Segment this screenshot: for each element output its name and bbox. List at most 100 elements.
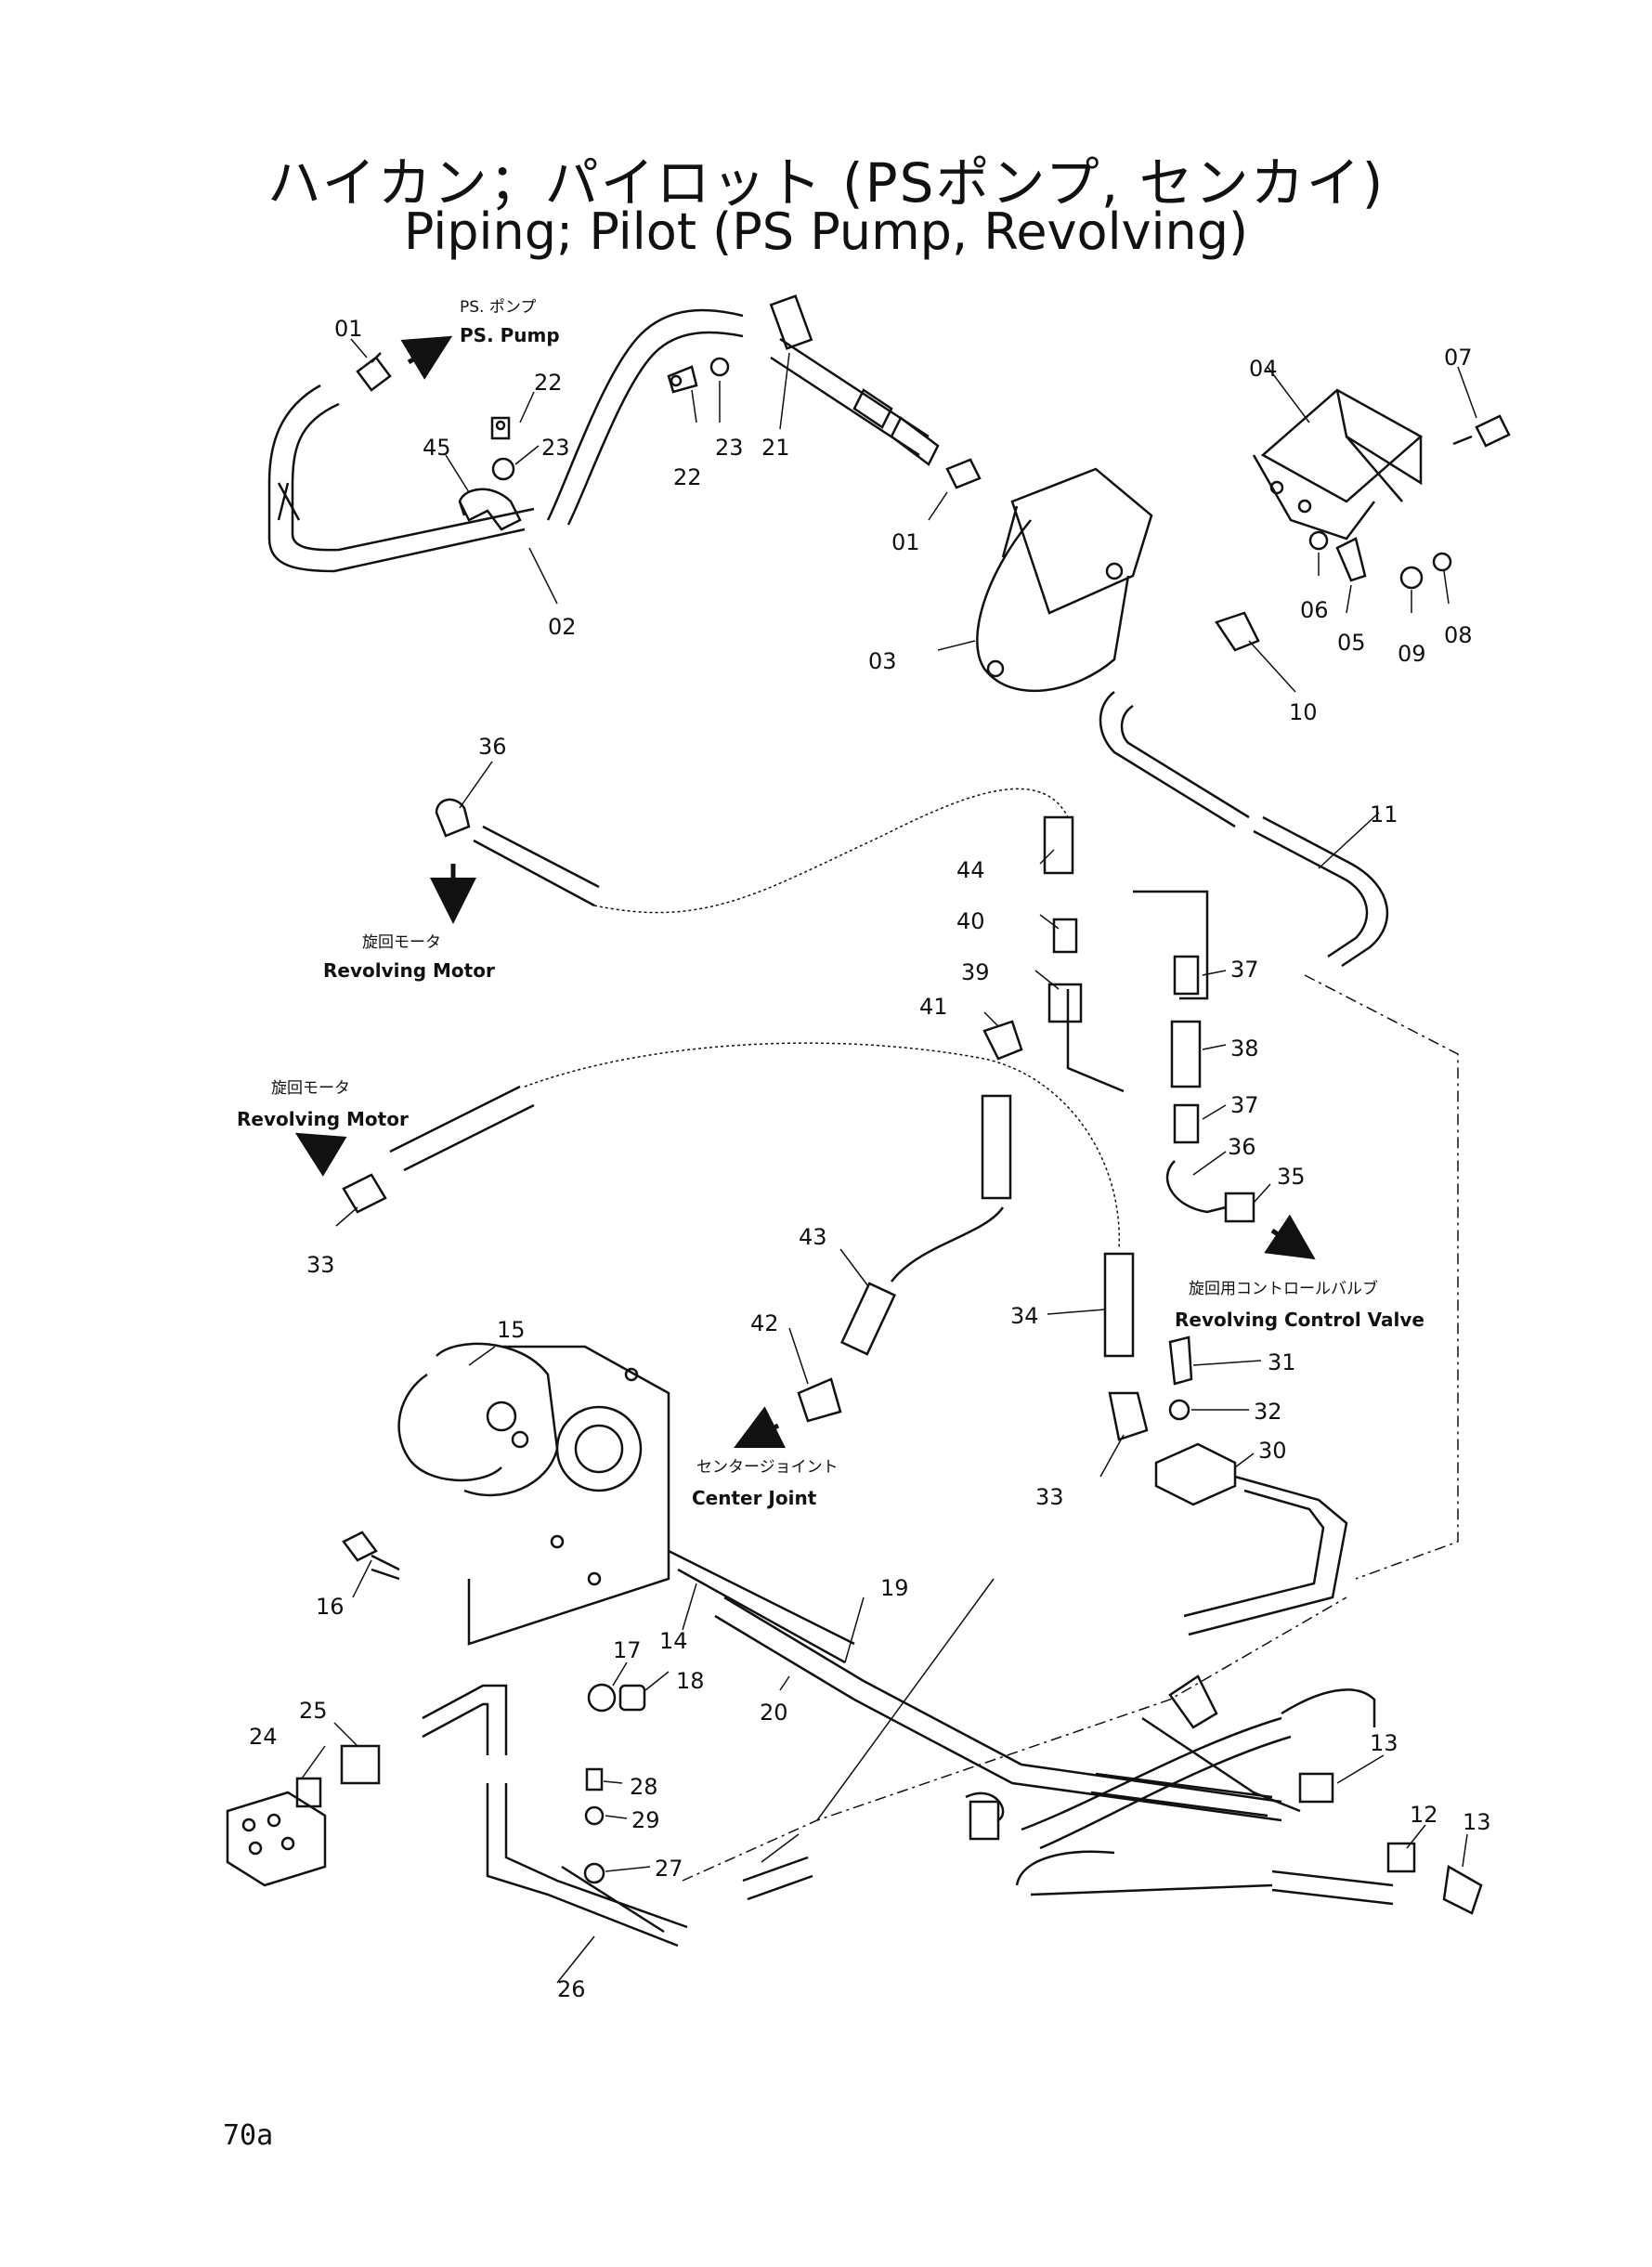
part-number-labels: 01 22 23 45 02 22 23 21 01 03 04 07 06 0… (249, 316, 1491, 2002)
hose-36-to-44 (593, 788, 1069, 914)
elbow-10 (1215, 611, 1260, 652)
part-number: 44 (956, 857, 985, 883)
label-control-valve-jp: 旋回用コントロールバルブ (1189, 1279, 1378, 1298)
fitting-01-upper (356, 352, 392, 392)
pipe-center-run (761, 1578, 995, 1863)
label-control-valve-en: Revolving Control Valve (1175, 1309, 1424, 1331)
label-ps-pump-jp: PS. ポンプ (460, 298, 536, 317)
part-number: 13 (1370, 1730, 1398, 1756)
right-column-fittings (1066, 890, 1255, 1223)
arrow-to-center-joint (734, 1406, 787, 1448)
fitting-01-lower (945, 458, 982, 489)
fitting-36-upper (435, 798, 600, 907)
part-number: 23 (715, 435, 744, 461)
label-ps-pump-en: PS. Pump (460, 324, 560, 346)
part-number: 05 (1337, 630, 1366, 656)
part-number: 25 (299, 1698, 328, 1724)
washer-23-lower (709, 357, 730, 377)
part-number: 41 (919, 994, 948, 1020)
motor-15-and-plate (397, 1342, 670, 1646)
part-number: 17 (613, 1637, 642, 1663)
filter-03 (976, 467, 1153, 693)
part-number: 40 (956, 908, 985, 934)
part-number: 16 (316, 1594, 345, 1620)
part-number: 01 (891, 529, 920, 555)
bolt-07 (1452, 414, 1511, 448)
arrow-to-revolving-motor-2 (294, 1132, 347, 1177)
part-number: 19 (880, 1575, 909, 1601)
part-number: 28 (630, 1774, 658, 1800)
part-number: 22 (673, 464, 702, 490)
screw-22-lower (667, 365, 698, 394)
part-number: 15 (497, 1317, 526, 1343)
lower-left-assembly (226, 1684, 813, 1948)
part-number: 23 (541, 435, 570, 461)
part-number: 20 (760, 1700, 788, 1726)
part-number: 24 (249, 1724, 278, 1750)
diagram-title-english: Piping; Pilot (PS Pump, Revolving) (403, 202, 1249, 261)
part-number: 07 (1444, 345, 1473, 371)
part-number: 12 (1410, 1802, 1438, 1828)
washer-08 (1432, 552, 1452, 572)
part-number: 14 (659, 1628, 688, 1654)
part-number: 35 (1277, 1164, 1306, 1190)
page-number: 70a (223, 2119, 274, 2152)
arrow-to-control-valve (1264, 1214, 1316, 1260)
part-number: 30 (1258, 1438, 1287, 1464)
part-number: 08 (1444, 622, 1473, 648)
part-number: 33 (306, 1252, 335, 1278)
washer-29 (584, 1805, 605, 1826)
nut-18 (618, 1684, 646, 1712)
bolt-05 (1335, 537, 1367, 582)
hose-02 (267, 384, 535, 573)
part-number: 13 (1463, 1809, 1491, 1835)
part-number: 32 (1254, 1399, 1282, 1425)
fitting-33-left (342, 1085, 535, 1214)
part-number: 21 (761, 435, 790, 461)
part-number: 38 (1230, 1036, 1259, 1062)
outline-dash-dot (682, 974, 1459, 1882)
part-number: 42 (750, 1310, 779, 1336)
clamp-21 (769, 294, 940, 466)
screw-31 (1168, 1335, 1193, 1386)
part-number: 06 (1300, 597, 1329, 623)
part-number: 02 (548, 614, 577, 640)
part-number: 11 (1370, 801, 1398, 827)
bolt-16 (342, 1531, 400, 1581)
washer-17 (587, 1683, 617, 1713)
arrow-to-ps-pump (400, 335, 453, 380)
hose-upper-long (546, 308, 744, 526)
hoses-12-13 (1030, 1772, 1483, 1915)
part-number: 01 (334, 316, 363, 342)
leader-lines (301, 338, 1477, 1984)
label-center-joint-en: Center Joint (692, 1487, 817, 1509)
screw-22-upper (490, 416, 511, 440)
screw-28 (585, 1767, 604, 1791)
part-number: 26 (557, 1976, 586, 2002)
part-number: 09 (1398, 641, 1426, 667)
part-number: 31 (1268, 1349, 1296, 1375)
label-revolving-motor-1-en: Revolving Motor (323, 959, 495, 982)
part-number: 34 (1010, 1303, 1039, 1329)
hose-revolving-motor-lower (524, 1042, 1120, 1250)
nut-09 (1399, 566, 1424, 590)
fitting-34-33-30 (1103, 1252, 1348, 1636)
part-number: 18 (676, 1668, 705, 1694)
label-revolving-motor-2-jp: 旋回モータ (271, 1079, 350, 1098)
washer-23-upper (491, 457, 515, 481)
part-number: 33 (1035, 1484, 1064, 1510)
part-number: 43 (799, 1224, 827, 1250)
hoses-19-20 (668, 1549, 1282, 1822)
part-number: 03 (868, 648, 897, 674)
drawing-lines (226, 294, 1511, 1984)
label-revolving-motor-2-en: Revolving Motor (237, 1108, 409, 1130)
part-number: 10 (1289, 699, 1318, 725)
part-number: 45 (423, 435, 451, 461)
part-number: 36 (1228, 1134, 1256, 1160)
label-center-joint-jp: センタージョイント (696, 1458, 839, 1477)
center-column-fittings (797, 815, 1083, 1423)
clamp-45 (458, 488, 522, 531)
part-number: 39 (961, 959, 990, 985)
